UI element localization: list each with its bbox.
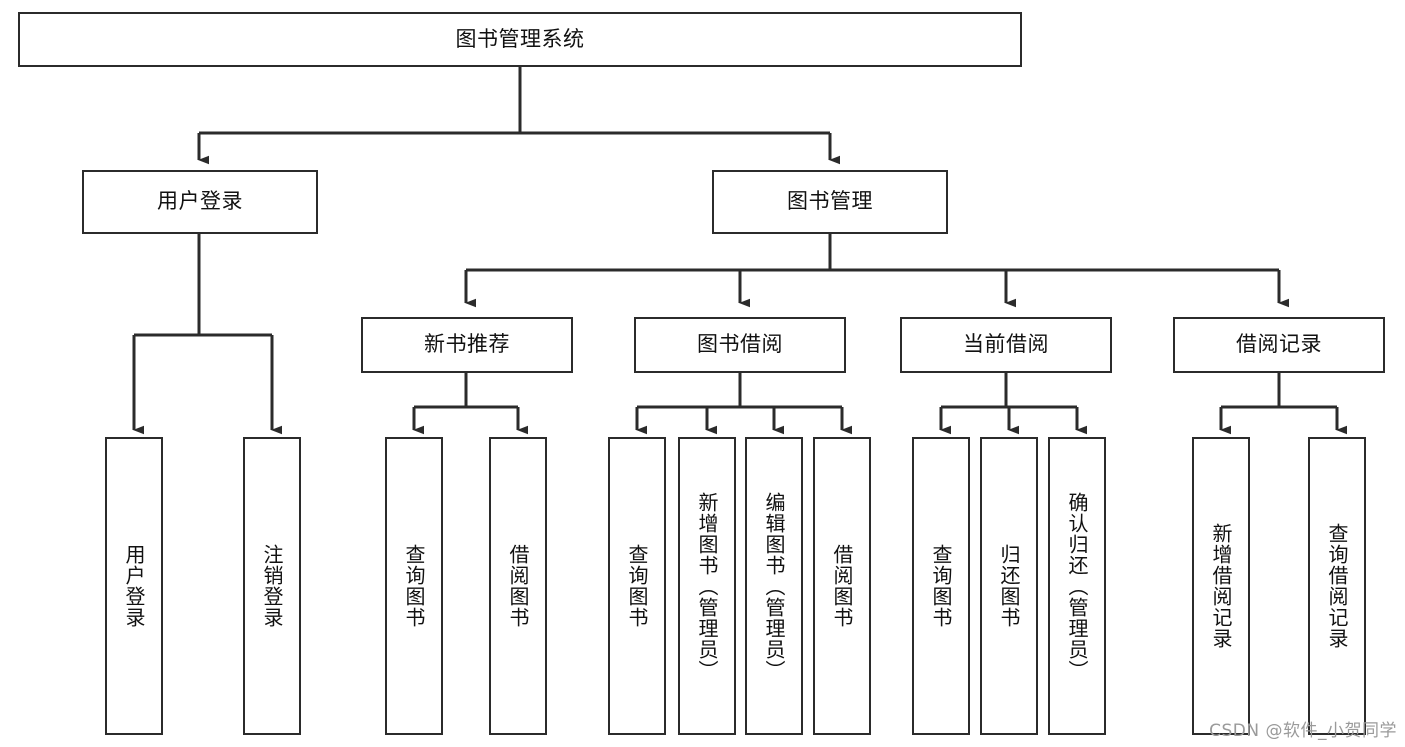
node-new-book-rec[interactable]: 新书推荐 — [361, 317, 573, 373]
leaf-borrow-book-1[interactable]: 借阅图书 — [489, 437, 547, 735]
leaf-add-book[interactable]: 新增图书（管理员） — [678, 437, 736, 735]
node-borrow-record-label: 借阅记录 — [1236, 332, 1322, 357]
leaf-return-book[interactable]: 归还图书 — [980, 437, 1038, 735]
leaf-query-book-1-label: 查询图书 — [402, 544, 426, 628]
node-current-borrow-label: 当前借阅 — [963, 332, 1049, 357]
node-book-borrow[interactable]: 图书借阅 — [634, 317, 846, 373]
leaf-borrow-book-1-label: 借阅图书 — [506, 544, 530, 628]
node-current-borrow[interactable]: 当前借阅 — [900, 317, 1112, 373]
leaf-edit-book[interactable]: 编辑图书（管理员） — [745, 437, 803, 735]
leaf-logout-label: 注销登录 — [260, 544, 284, 628]
leaf-query-book-1[interactable]: 查询图书 — [385, 437, 443, 735]
leaf-query-book-3-label: 查询图书 — [929, 544, 953, 628]
leaf-query-book-2[interactable]: 查询图书 — [608, 437, 666, 735]
node-root[interactable]: 图书管理系统 — [18, 12, 1022, 67]
csdn-watermark: CSDN @软件_小贺同学 — [1209, 721, 1397, 741]
leaf-query-book-3[interactable]: 查询图书 — [912, 437, 970, 735]
node-book-borrow-label: 图书借阅 — [697, 332, 783, 357]
leaf-logout[interactable]: 注销登录 — [243, 437, 301, 735]
node-root-label: 图书管理系统 — [455, 26, 585, 51]
leaf-query-book-2-label: 查询图书 — [625, 544, 649, 628]
leaf-add-book-label: 新增图书（管理员） — [695, 491, 719, 681]
leaf-borrow-book-2[interactable]: 借阅图书 — [813, 437, 871, 735]
node-book-manage-label: 图书管理 — [787, 189, 873, 214]
leaf-borrow-book-2-label: 借阅图书 — [830, 544, 854, 628]
node-new-book-rec-label: 新书推荐 — [424, 332, 510, 357]
leaf-edit-book-label: 编辑图书（管理员） — [762, 491, 786, 681]
leaf-query-record[interactable]: 查询借阅记录 — [1308, 437, 1366, 735]
leaf-add-record-label: 新增借阅记录 — [1209, 523, 1233, 649]
leaf-confirm-return-label: 确认归还（管理员） — [1065, 491, 1089, 681]
node-user-login-label: 用户登录 — [157, 189, 243, 214]
leaf-query-record-label: 查询借阅记录 — [1325, 523, 1349, 649]
leaf-user-login[interactable]: 用户登录 — [105, 437, 163, 735]
leaf-return-book-label: 归还图书 — [997, 544, 1021, 628]
leaf-add-record[interactable]: 新增借阅记录 — [1192, 437, 1250, 735]
leaf-confirm-return[interactable]: 确认归还（管理员） — [1048, 437, 1106, 735]
node-user-login[interactable]: 用户登录 — [82, 170, 318, 234]
leaf-user-login-label: 用户登录 — [122, 544, 146, 628]
node-book-manage[interactable]: 图书管理 — [712, 170, 948, 234]
node-borrow-record[interactable]: 借阅记录 — [1173, 317, 1385, 373]
